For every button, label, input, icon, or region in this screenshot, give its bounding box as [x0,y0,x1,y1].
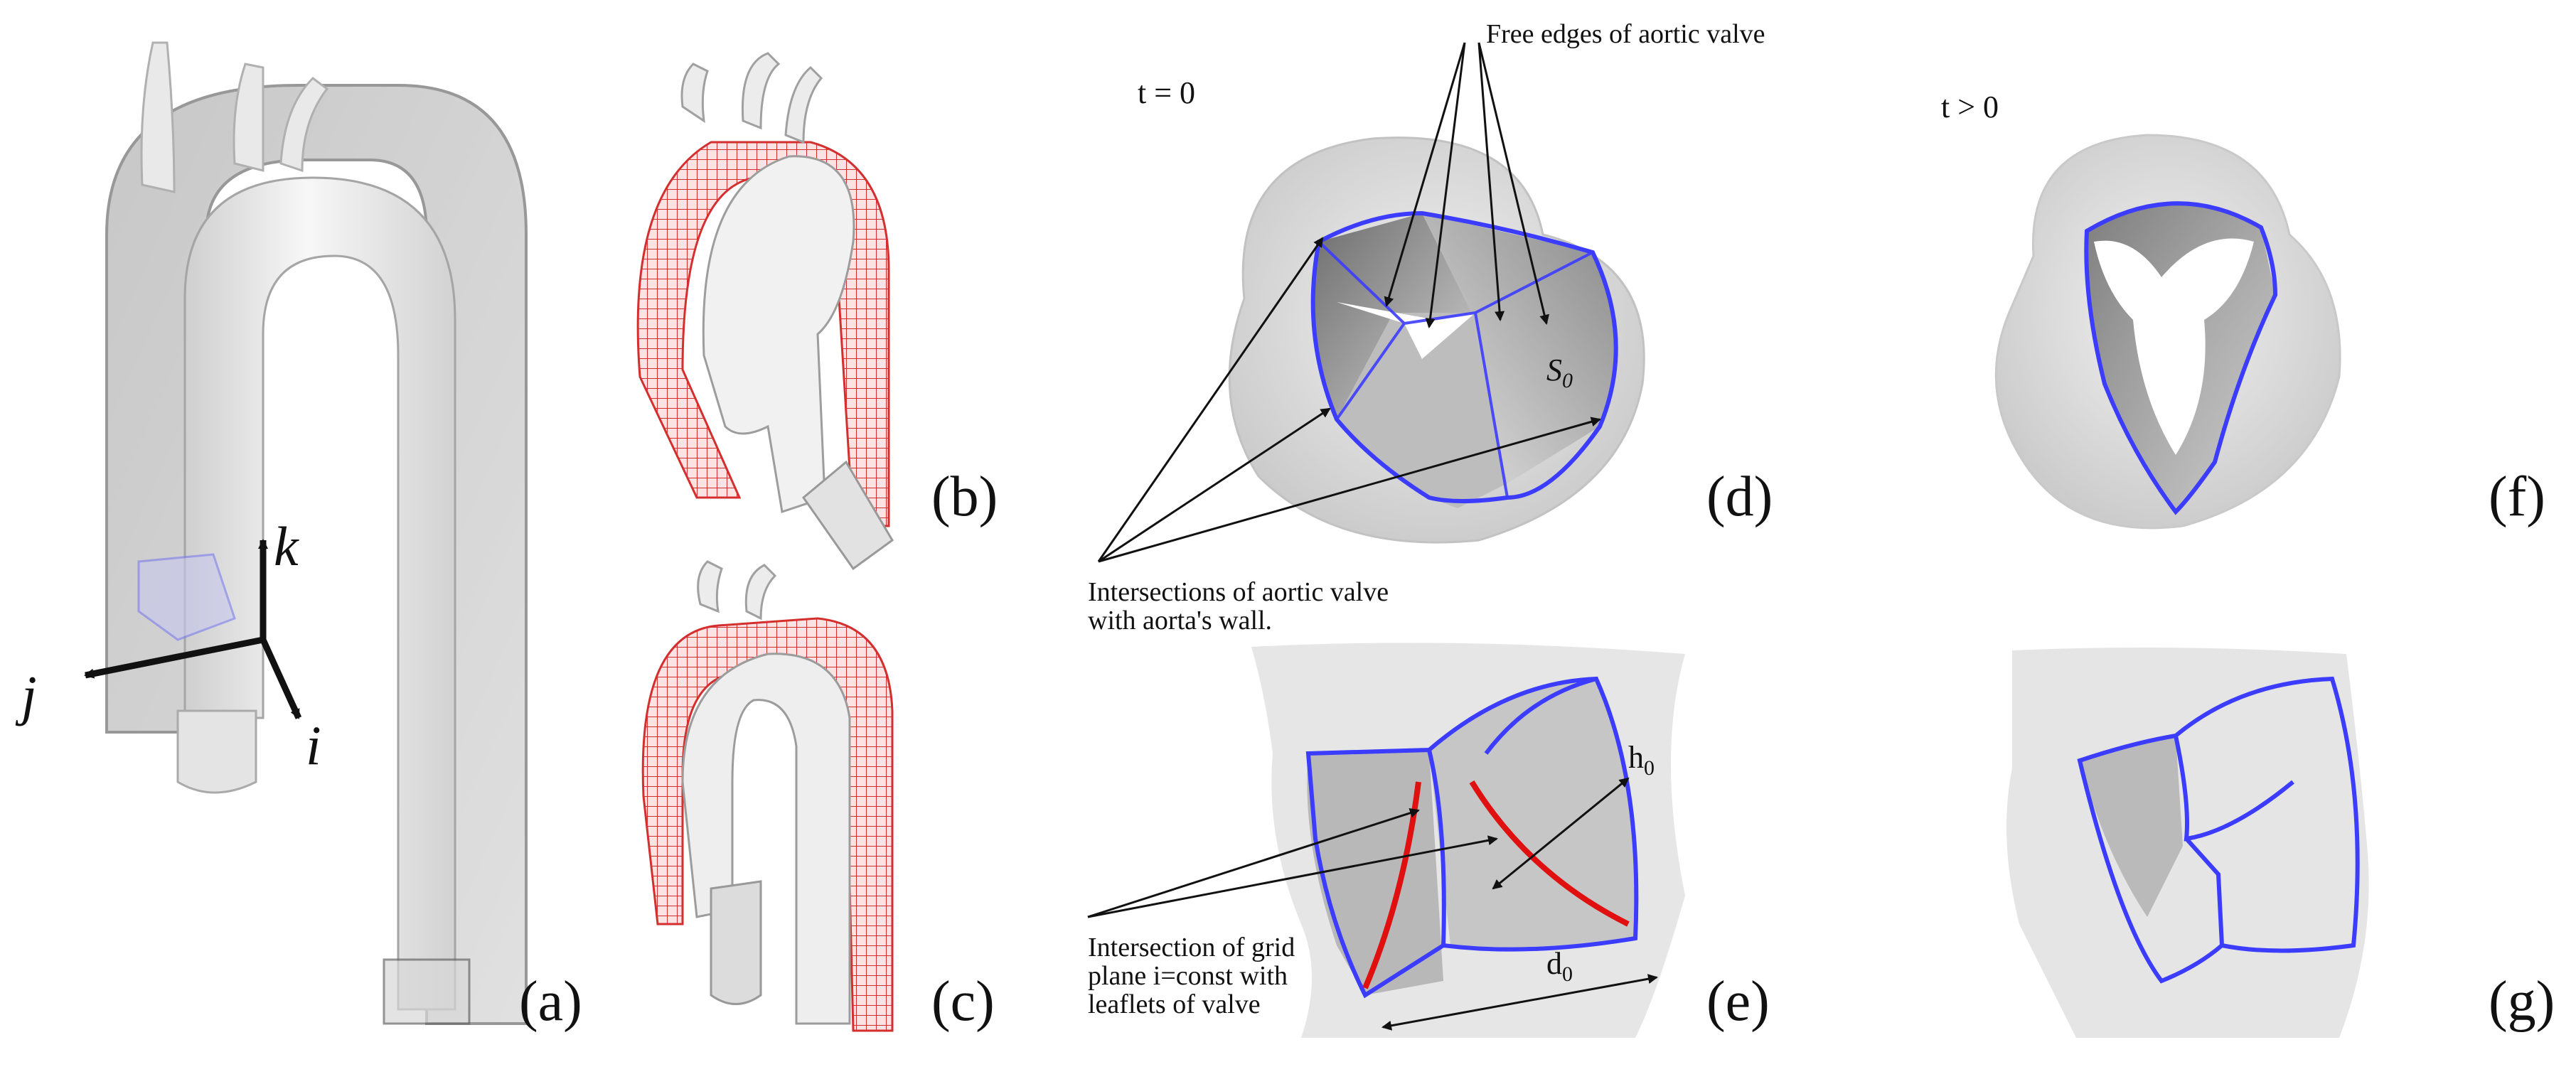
panel-f: t > 0 (f) [1941,90,2545,530]
wall-arrow-1 [1097,237,1324,562]
panel-label-g: (g) [2489,970,2555,1033]
axis-i-label: i [306,714,321,776]
red-grid-shell-c [641,617,894,1032]
time-label-later: t > 0 [1941,90,1999,124]
grid-arrow-2 [1087,835,1498,918]
grid-intersection-label-1: Intersection of grid [1088,933,1295,962]
grid-intersection-label-3: leaflets of valve [1088,989,1261,1019]
panel-label-f: (f) [2489,466,2545,528]
panel-label-e: (e) [1706,970,1770,1033]
panel-label-c: (c) [931,970,995,1033]
inlet-stub [176,709,257,794]
free-edges-label: Free edges of aortic valve [1486,19,1765,49]
s0-symbol: S0 [1546,353,1573,392]
free-edge-arrow-4 [1477,42,1549,325]
leaflet-right-d [1422,213,1616,483]
outlet-b [801,460,894,571]
valve-outline-d [1310,210,1618,503]
small-valve [137,553,236,641]
wall-arrow-3 [1098,417,1601,563]
panel-d: t = 0 Free edges of aortic valve S0 Inte… [1088,19,1773,635]
wall-arrow-2 [1098,407,1331,563]
branch-c1 [697,560,723,613]
wall-intersections-label-2: with aorta's wall. [1088,606,1272,635]
branch-b1 [680,63,709,124]
orifice-f [2094,238,2254,455]
free-edge-arrow-2 [1425,42,1466,328]
panel-c: (c) [641,560,995,1033]
aorta-body-c [681,653,851,1025]
aorta-tube [183,176,456,1011]
free-edge-arrow-3 [1477,42,1505,321]
panel-label-d: (d) [1706,466,1773,528]
branch-3 [279,77,329,173]
time-label-initial: t = 0 [1138,75,1195,110]
branch-b2 [741,52,781,130]
axis-k-label: k [274,515,299,577]
panel-a: k j i (a) [15,41,582,1033]
branch-1 [140,41,176,193]
d0-symbol: d0 [1546,946,1573,986]
d0-arrow [1381,974,1658,1031]
leaflet-g [2080,736,2183,917]
panel-label-b: (b) [931,466,998,528]
panel-e: h0 d0 Intersection of grid plane i=const… [1087,643,1770,1038]
wall-intersections-label-1: Intersections of aortic valve [1088,577,1389,607]
branch-c2 [744,564,777,621]
valve-outline-g [2077,676,2360,984]
free-edge-lines-d [1318,240,1593,498]
branch-b3 [784,65,823,144]
valve-outline-e [1305,676,1639,999]
coaptation-gap-d [1337,302,1475,359]
grid-intersection-label-2: plane i=const with [1088,961,1288,991]
h0-arrow [1492,777,1630,890]
axis-i-arrow [260,638,302,719]
panel-b: (b) [636,52,998,571]
valve-outline-f [2084,201,2278,515]
branch-2 [233,63,264,172]
panel-g: (g) [2006,648,2555,1038]
h0-symbol: h0 [1628,740,1655,780]
outlet-box [383,958,471,1025]
panel-label-a: (a) [519,970,582,1033]
axis-j-arrow [84,636,264,679]
free-edge-arrow-1 [1384,42,1466,307]
outlet-c [710,880,762,1005]
grid-arrow-1 [1087,808,1420,918]
axis-j-label: j [15,665,37,726]
leaflet-left-d [1313,213,1472,419]
aorta-body-b [702,155,855,513]
